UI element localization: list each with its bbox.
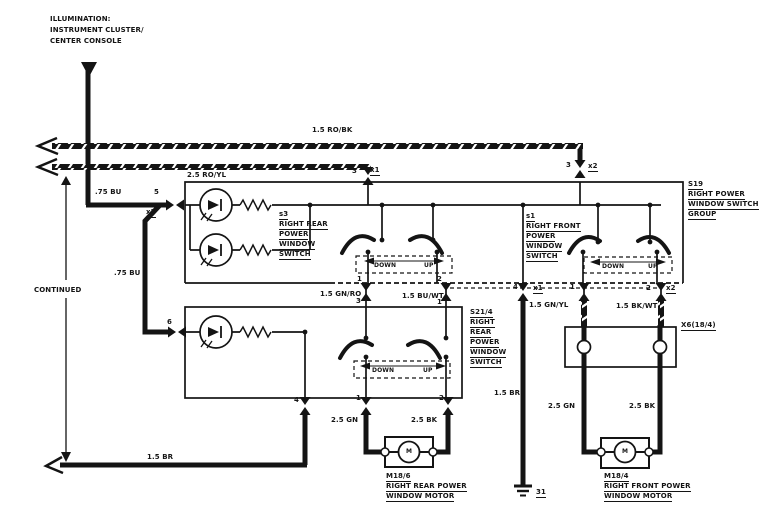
- s19-id: S19: [688, 180, 704, 190]
- illumination-note-line2: INSTRUMENT CLUSTER/: [50, 26, 144, 34]
- wire-label-15robk: 1.5 RO/BK: [312, 126, 353, 134]
- pin-5: 5: [154, 188, 159, 196]
- x-connector-terminals: [576, 339, 668, 355]
- pin-4-s21-bottom: 4: [294, 396, 299, 404]
- s3-name-2: POWER: [279, 230, 309, 240]
- continued-arrow-up-icon: [61, 176, 71, 185]
- wire-label-25bk-right: 2.5 BK: [629, 402, 656, 410]
- s21-name-3: POWER: [470, 338, 500, 348]
- x-connector-box: [564, 326, 677, 368]
- s19-name-3: GROUP: [688, 210, 717, 220]
- pin-3-top-left: 3: [352, 167, 357, 175]
- hatched-wires: [52, 143, 664, 327]
- s21-id: S21/4: [470, 308, 493, 318]
- illumination-feed-arrow-icon: [81, 62, 97, 77]
- switch-contact-arcs: [338, 234, 671, 360]
- connector-x2-top: x2: [588, 162, 598, 172]
- rocker1-down-label: DOWN: [374, 262, 397, 269]
- s21-switch-box: [184, 306, 463, 399]
- rocker1-up-label: UP: [424, 262, 434, 269]
- connector-x2-mid: x2: [666, 284, 676, 294]
- m18-6-name-1: RIGHT REAR POWER: [386, 482, 467, 492]
- s3-id: s3: [279, 210, 289, 220]
- pin-2-s21-bottom: 2: [439, 394, 444, 402]
- rocker2-up-label: UP: [648, 263, 658, 270]
- pin-2-front-switch: 2: [646, 284, 651, 292]
- pin-1-front-switch: 1: [570, 283, 575, 291]
- connector-x2-left: x2: [146, 208, 156, 218]
- wire-label-25bk-left: 2.5 BK: [411, 416, 438, 424]
- wire-label-75bu-2: .75 BU: [114, 269, 141, 277]
- pin-1-s21-bottom: 1: [356, 394, 361, 402]
- pin-1-s21-top: 1: [437, 298, 442, 306]
- s3-name-3: WINDOW: [279, 240, 316, 250]
- wire-label-25royl: 2.5 RO/YL: [187, 171, 227, 179]
- s3-name-4: SWITCH: [279, 250, 311, 260]
- s3-name-1: RIGHT REAR: [279, 220, 328, 230]
- s19-name-2: WINDOW SWITCH: [688, 200, 759, 210]
- lamp-icon-3: [199, 315, 233, 349]
- rocker-arrowheads: [360, 257, 666, 370]
- pin-3-top-right: 3: [566, 161, 571, 169]
- motor-icon-right: [596, 437, 654, 469]
- pin-3-s21-top: 3: [356, 297, 361, 305]
- pin-6: 6: [167, 318, 172, 326]
- illumination-note-line1: ILLUMINATION:: [50, 15, 111, 23]
- m18-6-id: M18/6: [386, 472, 411, 482]
- wire-label-15bkwt: 1.5 BK/WT: [616, 302, 658, 310]
- s21-name-5: SWITCH: [470, 358, 502, 368]
- s1-name-3: WINDOW: [526, 242, 563, 252]
- rocker-mechanism: [353, 255, 673, 379]
- illumination-note-line3: CENTER CONSOLE: [50, 37, 122, 45]
- continued-label: CONTINUED: [34, 286, 82, 294]
- wire-label-15br-bottom: 1.5 BR: [147, 453, 174, 461]
- s21-name-2: REAR: [470, 328, 492, 338]
- m18-6-name-2: WINDOW MOTOR: [386, 492, 455, 502]
- motor-right-letter: M: [622, 448, 629, 455]
- pin-4-s19: 4: [513, 283, 518, 291]
- s1-name-1: RIGHT FRONT: [526, 222, 581, 232]
- m18-4-name-1: RIGHT FRONT POWER: [604, 482, 691, 492]
- pin-2-s19-bottom: 2: [437, 275, 442, 283]
- x-connector-id: X6(18/4): [681, 321, 716, 331]
- lamp-icon-1: [199, 188, 233, 222]
- lamp-icon-2: [199, 233, 233, 267]
- resistor-icons: [239, 198, 272, 339]
- s19-name-1: RIGHT POWER: [688, 190, 745, 200]
- wire-label-25gn-right: 2.5 GN: [548, 402, 576, 410]
- junction-dots: [302, 202, 660, 360]
- connector-x1-top: x1: [370, 166, 380, 176]
- inline-connector-icons: [166, 160, 667, 415]
- m18-4-name-2: WINDOW MOTOR: [604, 492, 673, 502]
- continued-arrow-down-icon: [61, 452, 71, 462]
- ground-circuit-31: 31: [536, 488, 546, 498]
- s1-id: s1: [526, 212, 536, 222]
- s19-switch-group-box: [184, 181, 684, 284]
- m18-4-id: M18/4: [604, 472, 629, 482]
- ground-icon: [514, 484, 532, 497]
- connector-x1-mid: x1: [533, 284, 543, 294]
- s21-name-1: RIGHT: [470, 318, 495, 328]
- wire-label-15br-mid: 1.5 BR: [494, 389, 521, 397]
- wire-label-15gnyl: 1.5 GN/YL: [529, 301, 569, 309]
- wire-label-75bu-1: .75 BU: [95, 188, 122, 196]
- rocker3-down-label: DOWN: [372, 367, 395, 374]
- wire-label-15buwt: 1.5 BU/WT: [402, 292, 444, 300]
- pin-1-s19-bottom: 1: [357, 275, 362, 283]
- s1-name-2: POWER: [526, 232, 556, 242]
- s1-name-4: SWITCH: [526, 252, 558, 262]
- rocker2-down-label: DOWN: [602, 263, 625, 270]
- rocker3-up-label: UP: [423, 367, 433, 374]
- motor-left-letter: M: [406, 448, 413, 455]
- illumination-lamp-icons: [199, 188, 233, 349]
- s21-name-4: WINDOW: [470, 348, 507, 358]
- motor-icon-left: [380, 436, 438, 468]
- wire-label-15gnro: 1.5 GN/RO: [320, 290, 362, 298]
- wire-label-25gn-left: 2.5 GN: [331, 416, 359, 424]
- harness-continuation-arrows: [34, 136, 64, 475]
